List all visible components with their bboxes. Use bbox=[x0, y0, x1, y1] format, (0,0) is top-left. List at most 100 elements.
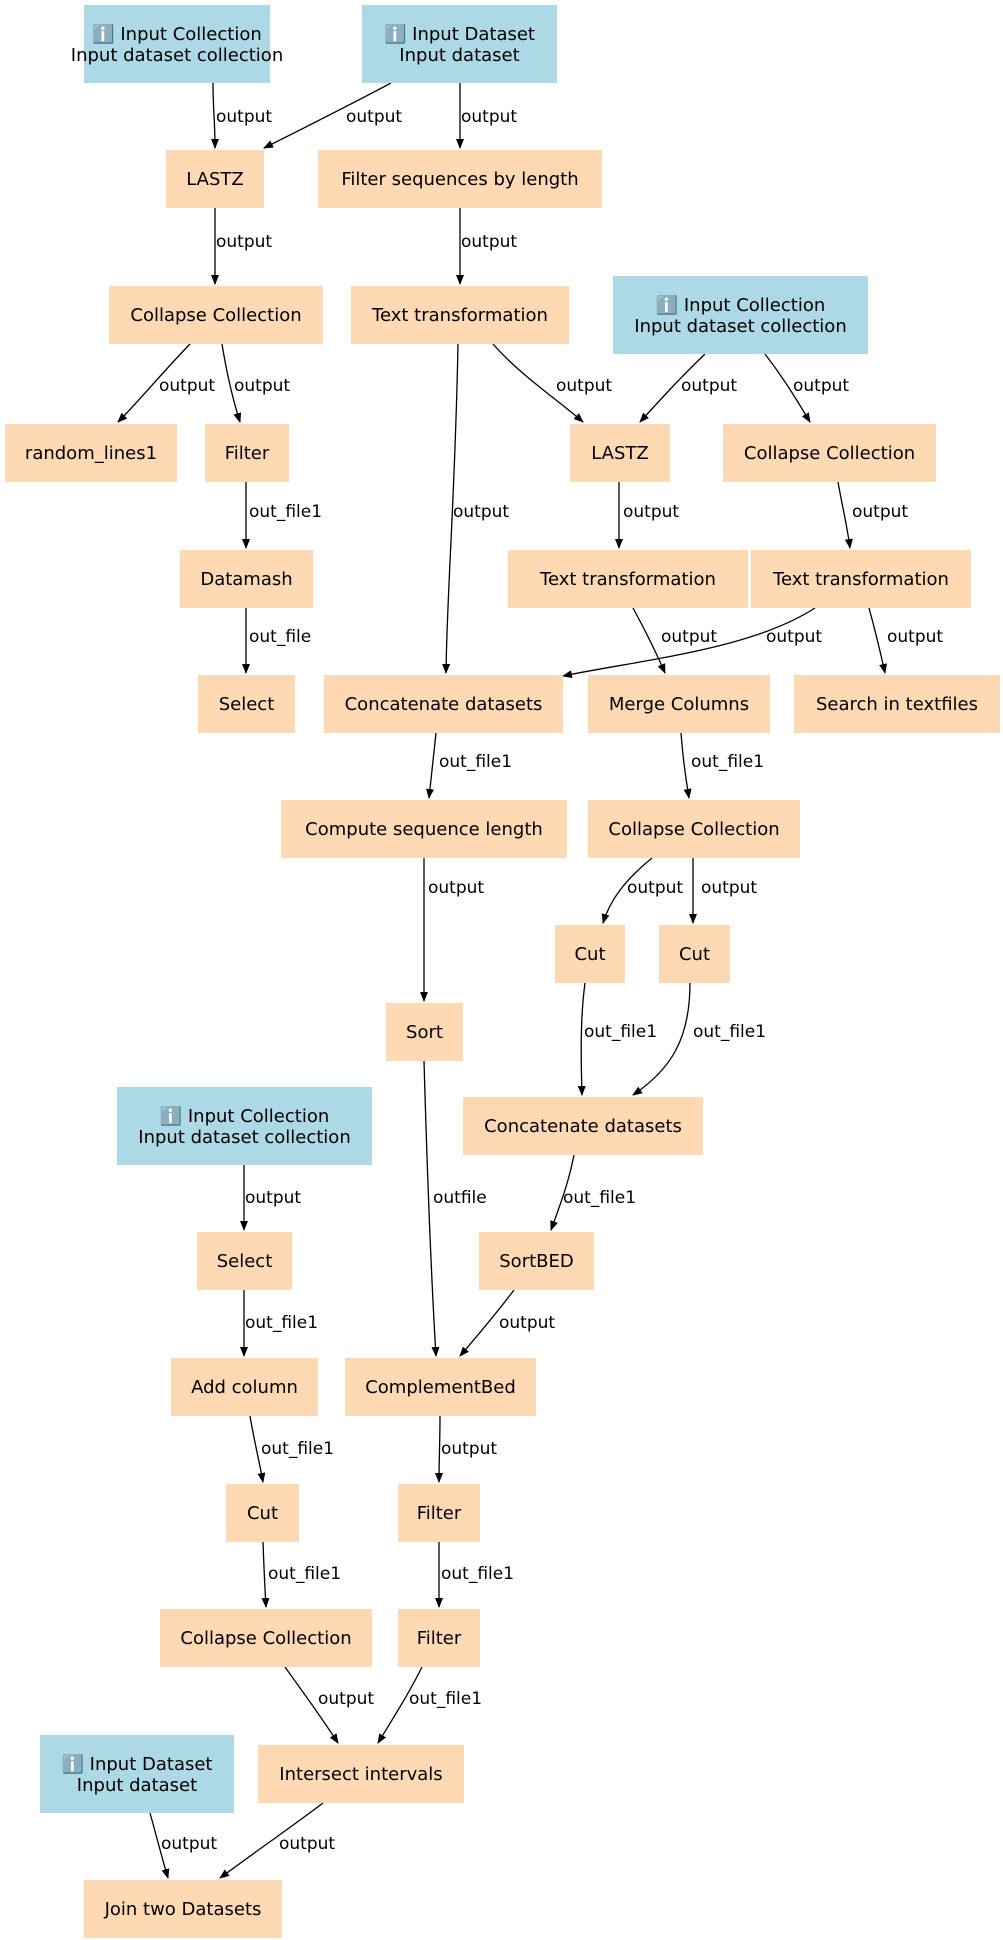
node-box bbox=[258, 1745, 464, 1803]
node-box bbox=[463, 1097, 703, 1155]
node-subtitle: Input dataset collection bbox=[71, 45, 283, 66]
info-icon: ℹ️ bbox=[92, 23, 114, 45]
node-box bbox=[362, 5, 557, 83]
tool-node-n12[interactable]: Text transformation bbox=[508, 550, 748, 608]
node-label: Filter bbox=[417, 1503, 462, 1524]
tool-node-n17[interactable]: Search in textfiles bbox=[794, 675, 1000, 733]
tool-node-n24[interactable]: Concatenate datasets bbox=[463, 1097, 703, 1155]
tool-node-n21[interactable]: Cut bbox=[659, 925, 730, 983]
tool-node-n32[interactable]: Filter bbox=[398, 1609, 480, 1667]
edge-label: output bbox=[627, 878, 683, 898]
edge-label: output bbox=[159, 376, 215, 396]
node-label: LASTZ bbox=[186, 169, 244, 190]
edge-label: out_file1 bbox=[268, 1564, 341, 1584]
tool-node-n35[interactable]: Join two Datasets bbox=[84, 1880, 282, 1938]
node-box bbox=[794, 675, 1000, 733]
edge-line bbox=[377, 1666, 423, 1744]
tool-node-n29[interactable]: Cut bbox=[226, 1484, 299, 1542]
node-label: Merge Columns bbox=[609, 694, 749, 715]
edge-n13-n17: output bbox=[868, 607, 943, 674]
tool-node-n13[interactable]: Text transformation bbox=[751, 550, 971, 608]
node-subtitle: Input dataset bbox=[77, 1775, 197, 1796]
node-box bbox=[613, 276, 868, 354]
edge-label: out_file1 bbox=[441, 1564, 514, 1584]
node-label: Intersect intervals bbox=[279, 1764, 442, 1785]
tool-node-n28[interactable]: ComplementBed bbox=[345, 1358, 536, 1416]
node-box bbox=[226, 1484, 299, 1542]
edge-line bbox=[149, 1812, 170, 1879]
node-label: random_lines1 bbox=[25, 443, 157, 464]
node-title: ℹ️ Input Collection bbox=[656, 294, 826, 316]
tool-node-n2[interactable]: LASTZ bbox=[166, 150, 264, 208]
edge-n15-n18: out_file1 bbox=[426, 732, 512, 799]
tool-node-n9[interactable]: LASTZ bbox=[570, 424, 670, 482]
edge-line bbox=[117, 343, 191, 423]
edge-label: out_file1 bbox=[439, 752, 512, 772]
tool-node-n14[interactable]: Select bbox=[198, 675, 295, 733]
tool-node-n34[interactable]: Intersect intervals bbox=[258, 1745, 464, 1803]
node-box bbox=[324, 675, 563, 733]
tool-node-n31[interactable]: Collapse Collection bbox=[160, 1609, 372, 1667]
node-box bbox=[398, 1484, 480, 1542]
info-icon: ℹ️ bbox=[384, 23, 406, 45]
tool-node-n10[interactable]: Collapse Collection bbox=[723, 424, 936, 482]
node-box bbox=[281, 800, 567, 858]
tool-node-n8[interactable]: Filter bbox=[205, 424, 289, 482]
edge-n29-n31: out_file1 bbox=[261, 1541, 341, 1608]
node-box bbox=[166, 150, 264, 208]
node-box bbox=[180, 550, 313, 608]
nodes-layer: ℹ️ Input Collection Input dataset collect… bbox=[5, 5, 1000, 1938]
edge-line bbox=[221, 343, 242, 423]
node-label: LASTZ bbox=[591, 443, 649, 464]
tool-node-n18[interactable]: Compute sequence length bbox=[281, 800, 567, 858]
tool-node-n16[interactable]: Merge Columns bbox=[588, 675, 770, 733]
node-label: Add column bbox=[191, 1377, 298, 1398]
node-label: Collapse Collection bbox=[180, 1628, 351, 1649]
edge-n24-n26: out_file1 bbox=[550, 1154, 636, 1231]
edge-n19-n20: output bbox=[601, 857, 683, 924]
tool-node-n15[interactable]: Concatenate datasets bbox=[324, 675, 563, 733]
tool-node-n26[interactable]: SortBED bbox=[479, 1232, 594, 1290]
tool-node-n3[interactable]: Filter sequences by length bbox=[318, 150, 602, 208]
tool-node-n27[interactable]: Add column bbox=[171, 1358, 318, 1416]
tool-node-n7[interactable]: random_lines1 bbox=[5, 424, 177, 482]
edge-label: output bbox=[234, 376, 290, 396]
edge-line bbox=[639, 353, 706, 423]
edge-n5-n15: output bbox=[442, 343, 509, 674]
node-title-text: Input Collection bbox=[182, 1106, 329, 1127]
tool-node-n19[interactable]: Collapse Collection bbox=[588, 800, 800, 858]
edge-n13-n15: output bbox=[562, 607, 822, 679]
tool-node-n22[interactable]: Sort bbox=[386, 1003, 463, 1061]
edge-line bbox=[263, 82, 392, 149]
tool-node-n25[interactable]: Select bbox=[197, 1232, 292, 1290]
edge-n20-n24: out_file1 bbox=[577, 982, 657, 1096]
edge-n4-n8: output bbox=[221, 343, 290, 423]
edge-n25-n27: out_file1 bbox=[240, 1290, 318, 1357]
edge-label: output bbox=[887, 627, 943, 647]
node-box bbox=[398, 1609, 480, 1667]
info-icon: ℹ️ bbox=[656, 294, 678, 316]
node-label: Cut bbox=[574, 944, 605, 965]
edge-line bbox=[426, 732, 437, 799]
tool-node-n20[interactable]: Cut bbox=[555, 925, 625, 983]
node-box bbox=[109, 286, 323, 344]
edge-n34-n35: output bbox=[219, 1802, 335, 1879]
tool-node-n11[interactable]: Datamash bbox=[180, 550, 313, 608]
tool-node-n30[interactable]: Filter bbox=[398, 1484, 480, 1542]
edges-layer: output output output output output output outp… bbox=[117, 82, 943, 1879]
edge-label: outfile bbox=[433, 1188, 487, 1208]
node-label: Select bbox=[219, 694, 275, 715]
edge-n1-n3: output bbox=[456, 82, 517, 149]
node-box bbox=[570, 424, 670, 482]
edge-line bbox=[550, 1154, 575, 1231]
tool-node-n4[interactable]: Collapse Collection bbox=[109, 286, 323, 344]
edge-label: output bbox=[461, 232, 517, 252]
tool-node-n5[interactable]: Text transformation bbox=[351, 286, 569, 344]
edge-label: output bbox=[279, 1834, 335, 1854]
